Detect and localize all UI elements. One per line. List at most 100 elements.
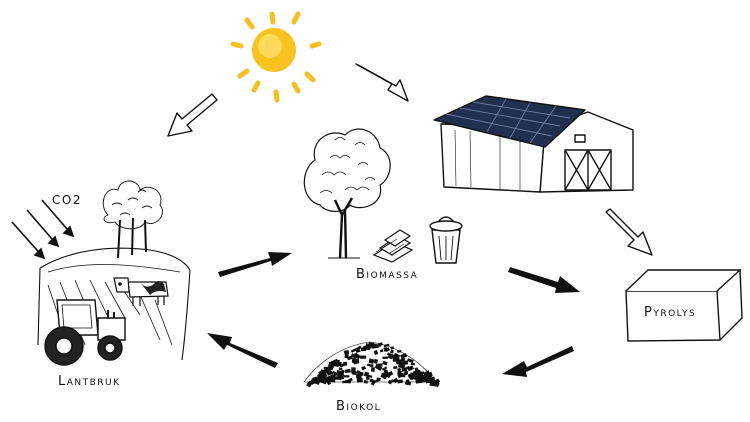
biochar-piece [401,374,406,378]
biochar-piece [373,350,379,356]
biochar-piece [374,364,383,371]
biochar-piece [390,349,394,354]
biochar-piece [343,349,350,355]
biochar-piece [308,380,314,386]
biokol-label: Biokol [336,399,381,414]
biochar-piece [356,377,363,383]
biochar-piece [404,371,409,374]
biochar-piece [423,370,431,377]
biochar-piece [366,376,370,380]
lantbruk-label: Lantbruk [58,374,121,389]
biochar-piece [415,378,423,384]
biochar-piece [328,364,335,371]
biochar-piece [363,380,368,384]
biochar-piece [397,367,402,372]
biochar-piece [339,371,344,377]
biochar-piece [382,360,388,366]
pyrolysis-to-biokol-arrow [502,346,574,377]
wood-pile-icon [372,229,414,263]
biochar-piece [426,377,434,383]
biochar-piece [393,377,399,384]
biochar-piece [312,376,320,381]
biochar-piece [361,365,367,371]
biochar-piece [405,379,410,384]
pyrolys-label: Pyrolys [644,305,696,320]
barn-door [564,134,612,191]
biochar-piece [422,378,427,383]
farm-icon [37,180,191,361]
biochar-piece [363,371,370,377]
biochar-piece [384,372,391,379]
biochar-piece [397,349,402,353]
biochar-piece [393,365,398,370]
biochar-piece [390,346,395,350]
co2-label: CO2 [52,193,82,207]
biochar-piece [379,349,384,353]
biochar-piece [319,379,327,385]
biochar-piece [408,374,413,380]
trash-bin-icon [429,216,463,264]
sun-to-farm-arrow [167,93,218,137]
biochar-piece [432,378,441,385]
co2-arrows [11,199,75,260]
biochar-piece [376,344,382,347]
biochar-piece [417,371,423,375]
tractor-icon [44,299,126,366]
cow-icon [113,277,169,306]
biochar-piece [333,376,340,380]
farm-trees [102,180,163,259]
biochar-piece [368,374,373,378]
farm-to-biomassa-arrow [218,252,292,277]
biochar-piece [350,369,356,376]
biochar-piece [410,362,416,366]
biochar-piece [397,379,403,382]
biochar-piece [400,353,408,359]
biomassa-label: Biomassa [356,267,418,282]
biochar-piece [350,348,357,353]
biochar-piece [352,358,360,365]
biochar-piece [373,359,378,364]
biochar-piece [331,374,336,378]
pyrolysis-box-icon [625,269,743,342]
biochar-piece [404,365,410,370]
biochar-piece [326,380,332,386]
biochar-piece [414,367,419,372]
biochar-piece [325,376,331,380]
biochar-piece [323,366,330,370]
biochar-piece [350,353,357,359]
biochar-piece [360,347,367,352]
biochar-piece [359,355,367,359]
biochar-piece [351,367,356,372]
biokol-to-farm-arrow [207,333,278,368]
biochar-piece [346,355,353,361]
biochar-piece [337,374,344,380]
sun-rays [230,11,322,103]
sun-icon [230,11,322,103]
biochar-piece [383,343,390,348]
biochar-piece [366,363,373,368]
biochar-piece [414,373,421,379]
biochar-piece [343,375,350,378]
biochar-piece [338,367,343,371]
biochar-piece [381,366,388,371]
biochar-piece [355,345,362,351]
barn-to-pyrolysis-arrow [605,208,653,256]
biochar-piece [344,355,349,359]
tree-icon [303,128,391,259]
biochar-piece [382,356,389,359]
biochar-piece [369,378,376,384]
biochar-piece [383,369,388,373]
biochar-piece [368,342,373,347]
solar-barn-icon [433,95,634,193]
sun-to-barn-arrow [355,63,409,102]
solar-panel [433,95,586,148]
biochar-piece [371,367,375,372]
biochar-piece [387,379,393,385]
biochar-piece [380,372,388,380]
biochar-piece [383,347,388,352]
biochar-piece [318,369,327,377]
biochar-piece [356,373,362,379]
biochar-piece [397,370,402,375]
biochar-piece [368,358,375,364]
